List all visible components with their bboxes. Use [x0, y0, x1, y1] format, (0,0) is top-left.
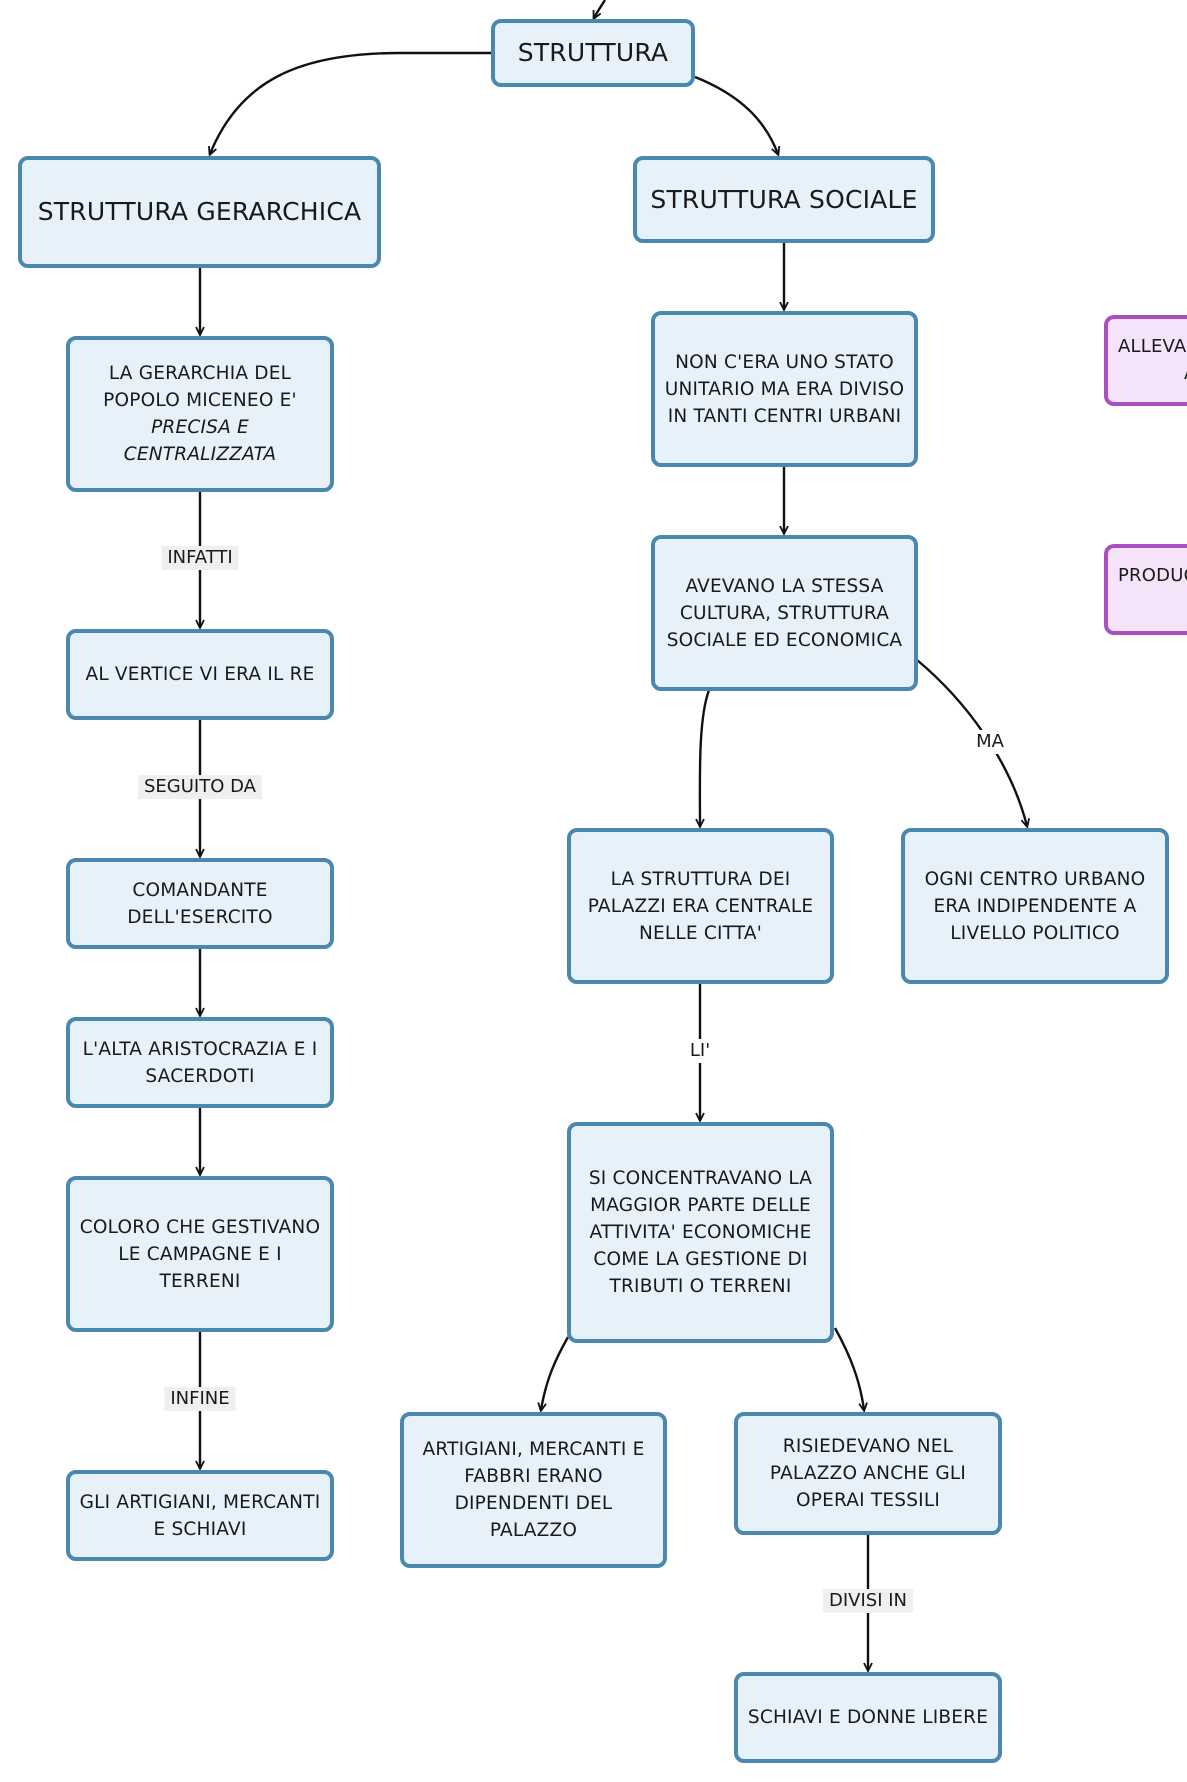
node-centro-indipendente-text: OGNI CENTRO URBANO ERA INDIPENDENTE A LI… — [924, 868, 1146, 944]
edge-label-ma: MA — [970, 730, 1010, 754]
edge-attivita-operai — [833, 1327, 864, 1410]
edge-struttura-gerarchica — [210, 51, 491, 154]
node-artigiani-schiavi[interactable]: GLI ARTIGIANI, MERCANTI E SCHIAVI — [66, 1470, 334, 1561]
node-alleva-partial[interactable]: ALLEVA A — [1104, 315, 1187, 406]
edge-top-incoming — [594, 0, 607, 18]
node-stato-unitario-text: NON C'ERA UNO STATO UNITARIO MA ERA DIVI… — [664, 351, 905, 427]
node-palazzi-centrale-text: LA STRUTTURA DEI PALAZZI ERA CENTRALE NE… — [587, 868, 814, 944]
edge-label-infine: INFINE — [164, 1387, 236, 1411]
node-schiavi-donne-text: SCHIAVI E DONNE LIBERE — [747, 1707, 989, 1728]
node-struttura-sociale-text: STRUTTURA SOCIALE — [650, 184, 918, 214]
edge-attivita-dipendenti — [541, 1336, 570, 1410]
node-artigiani-schiavi-text: GLI ARTIGIANI, MERCANTI E SCHIAVI — [79, 1491, 321, 1540]
node-gerarchia-popolo[interactable]: LA GERARCHIA DEL POPOLO MICENEO E' PRECI… — [66, 336, 334, 492]
node-palazzi-centrale[interactable]: LA STRUTTURA DEI PALAZZI ERA CENTRALE NE… — [567, 828, 834, 984]
node-dipendenti-palazzo[interactable]: ARTIGIANI, MERCANTI E FABBRI ERANO DIPEN… — [400, 1412, 667, 1568]
edge-cultura-palazzi — [700, 689, 711, 826]
node-struttura[interactable]: STRUTTURA — [491, 19, 695, 87]
node-stessa-cultura[interactable]: AVEVANO LA STESSA CULTURA, STRUTTURA SOC… — [651, 535, 918, 691]
node-comandante-text: COMANDANTE DELL'ESERCITO — [127, 879, 273, 928]
node-attivita-economiche[interactable]: SI CONCENTRAVANO LA MAGGIOR PARTE DELLE … — [567, 1122, 834, 1343]
node-vertice-re-text: AL VERTICE VI ERA IL RE — [85, 664, 315, 685]
node-stato-unitario[interactable]: NON C'ERA UNO STATO UNITARIO MA ERA DIVI… — [651, 311, 918, 467]
node-gerarchia-popolo-emphasis: PRECISA E CENTRALIZZATA — [123, 417, 277, 465]
node-struttura-text: STRUTTURA — [517, 38, 669, 67]
node-campagne[interactable]: COLORO CHE GESTIVANO LE CAMPAGNE E I TER… — [66, 1176, 334, 1332]
node-produc-text: PRODUC — [1118, 565, 1187, 586]
node-produc-partial[interactable]: PRODUC — [1104, 544, 1187, 635]
node-alleva-text: ALLEVA — [1118, 336, 1187, 357]
node-aristocrazia[interactable]: L'ALTA ARISTOCRAZIA E I SACERDOTI — [66, 1017, 334, 1108]
node-aristocrazia-text: L'ALTA ARISTOCRAZIA E I SACERDOTI — [82, 1038, 318, 1087]
node-stessa-cultura-text: AVEVANO LA STESSA CULTURA, STRUTTURA SOC… — [666, 575, 903, 651]
node-operai-tessili-text: RISIEDEVANO NEL PALAZZO ANCHE GLI OPERAI… — [769, 1436, 967, 1511]
edge-label-divisi-in: DIVISI IN — [822, 1589, 914, 1613]
node-campagne-text: COLORO CHE GESTIVANO LE CAMPAGNE E I TER… — [79, 1216, 321, 1292]
node-centro-indipendente[interactable]: OGNI CENTRO URBANO ERA INDIPENDENTE A LI… — [901, 828, 1169, 984]
node-comandante[interactable]: COMANDANTE DELL'ESERCITO — [66, 858, 334, 949]
node-operai-tessili[interactable]: RISIEDEVANO NEL PALAZZO ANCHE GLI OPERAI… — [734, 1412, 1002, 1535]
edge-struttura-sociale — [694, 75, 778, 154]
node-alleva-text-2: A — [1118, 360, 1187, 387]
node-attivita-economiche-text: SI CONCENTRAVANO LA MAGGIOR PARTE DELLE … — [588, 1168, 813, 1297]
node-schiavi-donne[interactable]: SCHIAVI E DONNE LIBERE — [734, 1672, 1002, 1763]
edge-label-seguito-da: SEGUITO DA — [138, 775, 262, 799]
node-struttura-gerarchica[interactable]: STRUTTURA GERARCHICA — [18, 156, 381, 268]
node-dipendenti-palazzo-text: ARTIGIANI, MERCANTI E FABBRI ERANO DIPEN… — [422, 1439, 645, 1541]
edge-label-infatti: INFATTI — [161, 546, 239, 570]
node-gerarchia-popolo-text: LA GERARCHIA DEL POPOLO MICENEO E' — [103, 363, 297, 411]
node-struttura-sociale[interactable]: STRUTTURA SOCIALE — [633, 156, 935, 243]
node-vertice-re[interactable]: AL VERTICE VI ERA IL RE — [66, 629, 334, 720]
node-struttura-gerarchica-text: STRUTTURA GERARCHICA — [37, 197, 362, 226]
edge-label-li: LI' — [683, 1039, 717, 1063]
